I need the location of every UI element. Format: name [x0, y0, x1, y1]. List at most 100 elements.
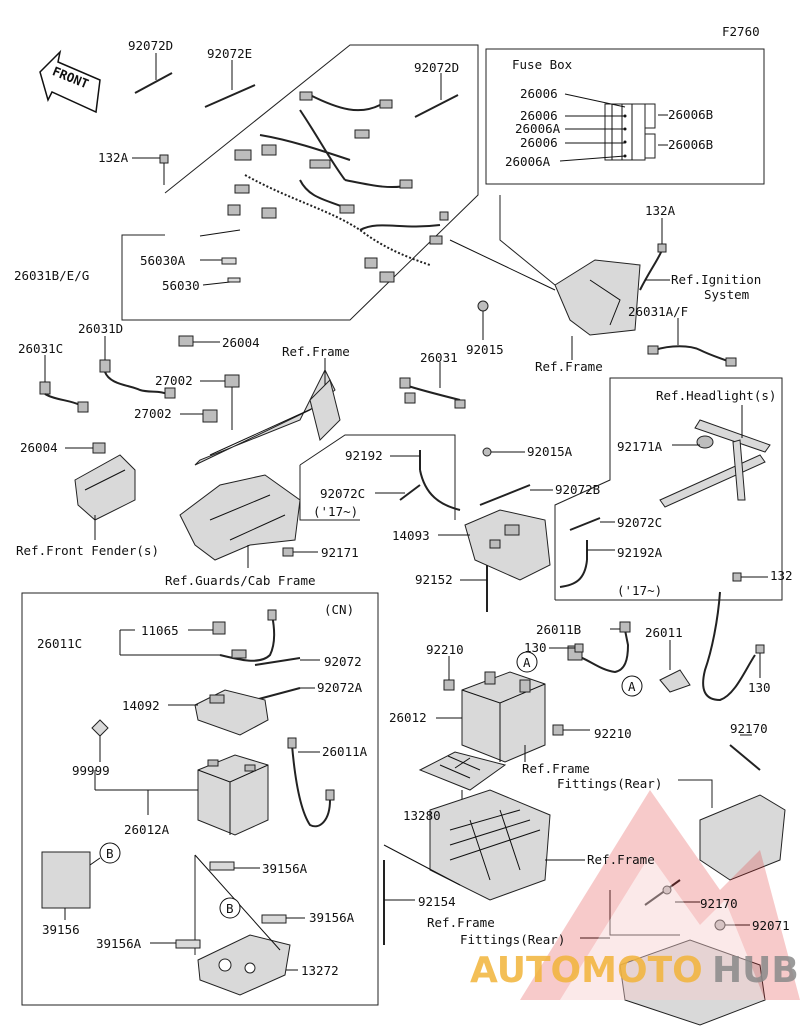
part-label-92072D-left: 92072D	[128, 38, 173, 53]
part-label-92154: 92154	[418, 894, 456, 909]
ref-front-fender-shape	[74, 454, 136, 521]
part-label-26011C: 26011C	[37, 636, 82, 651]
part-label-92071: 92071	[752, 918, 790, 933]
part-label-26006A-1: 26006A	[515, 121, 561, 136]
part-26012-battery-shape	[461, 671, 546, 763]
fuse-box-title: Fuse Box	[512, 57, 573, 72]
part-label-11065: 11065	[141, 623, 179, 638]
part-label-132: 132	[770, 568, 793, 583]
part-99999-shape	[91, 719, 109, 737]
part-label-ref-front-fender: Ref.Front Fender(s)	[16, 543, 159, 558]
part-label-99999: 99999	[72, 763, 110, 778]
part-56030A-shape	[221, 257, 237, 265]
callout-A-battery	[516, 651, 538, 673]
part-26031D-shape	[99, 359, 176, 399]
part-label-92152: 92152	[415, 572, 453, 587]
part-39156A-left-shape	[175, 939, 201, 949]
part-27002-lower-shape	[202, 409, 218, 423]
part-label-26031D: 26031D	[78, 321, 123, 336]
part-label-92210-upper: 92210	[426, 642, 464, 657]
part-label-26031: 26031	[420, 350, 458, 365]
holder-group-outline	[299, 434, 456, 520]
part-92072D-right-shape	[414, 94, 459, 118]
callout-B-left	[99, 842, 121, 864]
part-92072D-left-shape	[134, 72, 173, 94]
cn-group-title: (CN)	[324, 602, 354, 617]
part-14093-holder-shape	[464, 509, 551, 581]
part-label-ref-frame-fittings: Ref.Frame	[427, 915, 495, 930]
part-label-26006-2: 26006	[520, 108, 558, 123]
part-label-13272: 13272	[301, 963, 339, 978]
part-label-26031AF: 26031A/F	[628, 304, 688, 319]
part-label-system: System	[704, 287, 749, 302]
part-26011A-cable-shape	[287, 737, 335, 828]
ref-fittings-rear-upper-shape	[699, 794, 786, 881]
part-92072A-shape	[254, 687, 301, 701]
ref-fittings-rear-lower-shape	[619, 939, 766, 1026]
part-92072-shape	[254, 657, 301, 666]
fuse-box-frame	[485, 48, 765, 185]
part-14092-cover-shape	[194, 689, 269, 736]
part-13280-tray-shape	[418, 751, 507, 791]
part-label-39156A-left: 39156A	[96, 936, 142, 951]
part-label-132A-right: 132A	[645, 203, 676, 218]
part-26011-cable-shape	[659, 591, 756, 702]
part-130-right-shape	[755, 644, 765, 654]
part-label-26031BEG: 26031B/E/G	[14, 268, 89, 283]
part-label-92072: 92072	[324, 654, 362, 669]
part-label-ref-headlight: Ref.Headlight(s)	[656, 388, 776, 403]
callout-A-cable	[621, 675, 643, 697]
part-92072C-right-shape	[569, 517, 601, 531]
part-label-26011B: 26011B	[536, 622, 581, 637]
part-132A-upper-shape	[159, 154, 169, 164]
part-26004-left-shape	[92, 442, 106, 454]
watermark-hub: HUB	[712, 950, 799, 991]
part-26004-upper-shape	[178, 335, 194, 347]
callout-B-tray-label: B	[226, 901, 234, 916]
part-label-92072C-left: 92072C	[320, 486, 365, 501]
part-label-130-left: 130	[524, 640, 547, 655]
part-92015-shape	[477, 300, 489, 312]
part-label-56030: 56030	[162, 278, 200, 293]
part-label-92192: 92192	[345, 448, 383, 463]
part-label-92210-lower: 92210	[594, 726, 632, 741]
part-26031-shape	[399, 377, 466, 409]
cn-group-frame	[21, 592, 379, 1006]
part-label-26011A: 26011A	[322, 744, 368, 759]
main-wiring-harness	[227, 91, 449, 283]
part-92072B-shape	[479, 484, 531, 506]
part-56030-shape	[227, 277, 241, 283]
watermark-auto-moto: AUTOMOTO	[470, 950, 703, 991]
ref-frame-left-shape	[194, 368, 341, 466]
part-label-fittings-rear-upper: Fittings(Rear)	[557, 776, 662, 791]
part-label-26031C: 26031C	[18, 341, 63, 356]
ref-ignition-wire	[639, 249, 663, 291]
part-label-92072C-right: 92072C	[617, 515, 662, 530]
part-label-17-left: ('17~)	[313, 504, 358, 519]
part-39156A-upper-shape	[209, 861, 235, 871]
part-26031C-shape	[39, 381, 89, 413]
front-arrow-icon: FRONT	[39, 49, 101, 114]
part-label-92171: 92171	[321, 545, 359, 560]
part-label-ref-ignition: Ref.Ignition	[671, 272, 761, 287]
part-26011C-cable-shape	[219, 609, 277, 662]
part-labels: 92072D92072E92072D132A260062600626006A26…	[14, 38, 793, 978]
part-39156A-right-shape	[261, 914, 287, 924]
part-label-14093: 14093	[392, 528, 430, 543]
part-label-39156A-upper: 39156A	[262, 861, 308, 876]
part-label-17-right: ('17~)	[617, 583, 662, 598]
main-harness-outline	[121, 44, 479, 321]
part-label-fittings-rear-lower: Fittings(Rear)	[460, 932, 565, 947]
part-label-26006B-2: 26006B	[668, 137, 713, 152]
part-label-26006-1: 26006	[520, 86, 558, 101]
ref-frame-battery-shape	[429, 789, 551, 901]
callout-A-cable-label: A	[628, 679, 636, 694]
headlight-group-outline	[554, 377, 783, 601]
part-label-ref-frame-battery: Ref.Frame	[522, 761, 590, 776]
part-label-132A-left: 132A	[98, 150, 129, 165]
part-label-39156: 39156	[42, 922, 80, 937]
part-label-27002-upper: 27002	[155, 373, 193, 388]
part-label-92072D-right: 92072D	[414, 60, 459, 75]
part-label-92015A: 92015A	[527, 444, 573, 459]
